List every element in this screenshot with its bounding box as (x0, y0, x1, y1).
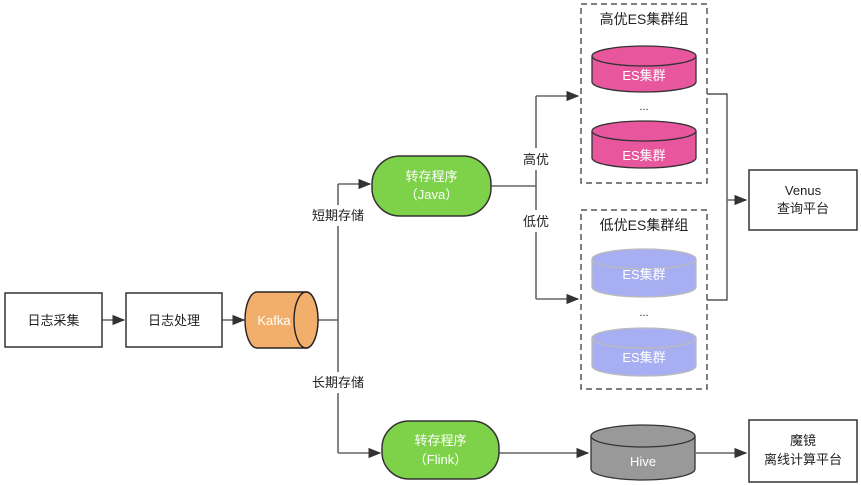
node-dump-java-line1: 转存程序 (405, 169, 457, 184)
node-log-collect-label: 日志采集 (27, 313, 79, 328)
low-group-title: 低优ES集群组 (600, 217, 689, 233)
node-dump-java-line2: （Java） (405, 187, 458, 202)
low-group-ellipsis: ... (639, 307, 648, 319)
node-dump-flink-line2: （Flink） (414, 452, 467, 467)
edge-label-high-priority: 高优 (523, 152, 549, 167)
high-es-cluster-1[interactable]: ES集群 (591, 45, 697, 93)
node-dump-java[interactable]: 转存程序 （Java） (371, 155, 492, 217)
node-mojing[interactable]: 魔镜 离线计算平台 (748, 419, 858, 483)
node-venus-line1: Venus (785, 183, 822, 198)
node-hive[interactable]: Hive (590, 424, 696, 481)
node-kafka-label: Kafka (257, 313, 291, 328)
node-mojing-line2: 离线计算平台 (764, 452, 842, 467)
node-log-process[interactable]: 日志处理 (125, 292, 223, 348)
low-group-border (580, 209, 708, 390)
edge-groups-bracket (707, 93, 728, 301)
high-group-ellipsis: ... (639, 101, 648, 113)
high-es-cluster-2-label: ES集群 (622, 148, 665, 163)
node-log-process-label: 日志处理 (148, 313, 200, 328)
kafka-cylinder-cap (293, 291, 319, 349)
edges (102, 90, 748, 459)
node-hive-label: Hive (630, 454, 656, 469)
high-group-title: 高优ES集群组 (600, 11, 689, 27)
node-log-collect[interactable]: 日志采集 (4, 292, 103, 348)
high-es-cluster-2[interactable]: ES集群 (591, 120, 697, 169)
low-es-cluster-2[interactable]: ES集群 (591, 327, 697, 377)
low-es-cluster-1-label: ES集群 (622, 267, 665, 282)
edge-label-low-priority: 低优 (523, 214, 549, 229)
low-es-cluster-1[interactable]: ES集群 (591, 248, 697, 298)
node-dump-flink[interactable]: 转存程序 （Flink） (381, 420, 500, 480)
node-low-es-group[interactable]: 低优ES集群组 ES集群 ... ES集群 (580, 209, 708, 390)
node-kafka[interactable]: Kafka (244, 291, 319, 349)
low-es-cluster-2-label: ES集群 (622, 350, 665, 365)
edge-label-short-term: 短期存储 (312, 208, 364, 223)
high-group-border (580, 3, 708, 184)
edge-label-long-term: 长期存储 (312, 375, 364, 390)
node-venus[interactable]: Venus 查询平台 (748, 169, 858, 231)
node-high-es-group[interactable]: 高优ES集群组 ES集群 ... ES集群 (580, 3, 708, 184)
node-mojing-line1: 魔镜 (790, 433, 816, 448)
node-dump-flink-line1: 转存程序 (414, 433, 466, 448)
high-es-cluster-1-label: ES集群 (622, 68, 665, 83)
node-venus-line2: 查询平台 (777, 201, 829, 216)
